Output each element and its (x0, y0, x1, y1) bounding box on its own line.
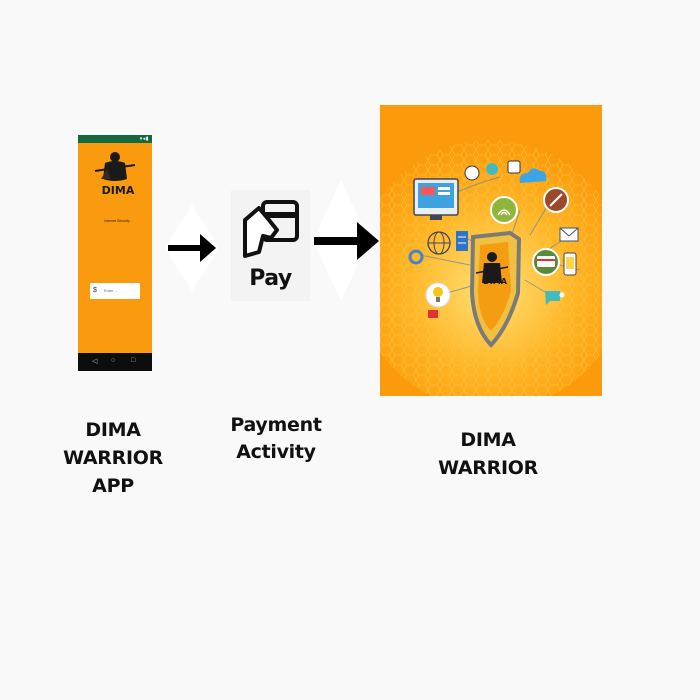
phone-input-field[interactable]: $ Enter ... (90, 283, 140, 299)
app-tagline: Internet Security (104, 219, 130, 223)
recents-icon[interactable]: □ (131, 357, 136, 364)
status-icons: ▾◂▮ (139, 136, 149, 142)
input-placeholder: Enter ... (104, 288, 119, 293)
warrior-logo-icon (94, 152, 136, 181)
home-icon[interactable]: ○ (111, 357, 116, 364)
payment-icon-card: Pay (231, 190, 310, 301)
security-network-illustration (380, 105, 602, 396)
caption-line: Payment (230, 414, 322, 436)
card-payment-icon (243, 200, 299, 258)
caption-line: Activity (236, 441, 316, 463)
caption-payment-activity: Payment Activity (221, 412, 331, 466)
arrow-payment-to-warrior (314, 222, 379, 260)
caption-dima-warrior: DIMA WARRIOR (428, 426, 548, 482)
caption-line: WARRIOR (438, 457, 538, 479)
caption-line: DIMA (460, 429, 516, 451)
back-icon[interactable]: ◁ (92, 358, 98, 365)
caption-line: APP (92, 475, 134, 497)
caption-dima-warrior-app: DIMA WARRIOR APP (55, 416, 171, 500)
pay-icon-label: Pay (249, 266, 292, 291)
arrow-app-to-payment (168, 234, 216, 262)
dima-warrior-illustration: DIMA (380, 105, 602, 396)
caption-line: DIMA (85, 419, 141, 441)
app-logo-text: DIMA (101, 184, 135, 197)
dollar-icon: $ (93, 287, 97, 294)
shield-logo-text: DIMA (483, 277, 507, 286)
phone-nav-bar: ◁ ○ □ (78, 353, 152, 371)
dima-warrior-app-screenshot: ▾◂▮ DIMA Internet Security $ Enter ... ◁… (78, 135, 152, 371)
caption-line: WARRIOR (63, 447, 163, 469)
phone-status-bar: ▾◂▮ (78, 135, 152, 143)
